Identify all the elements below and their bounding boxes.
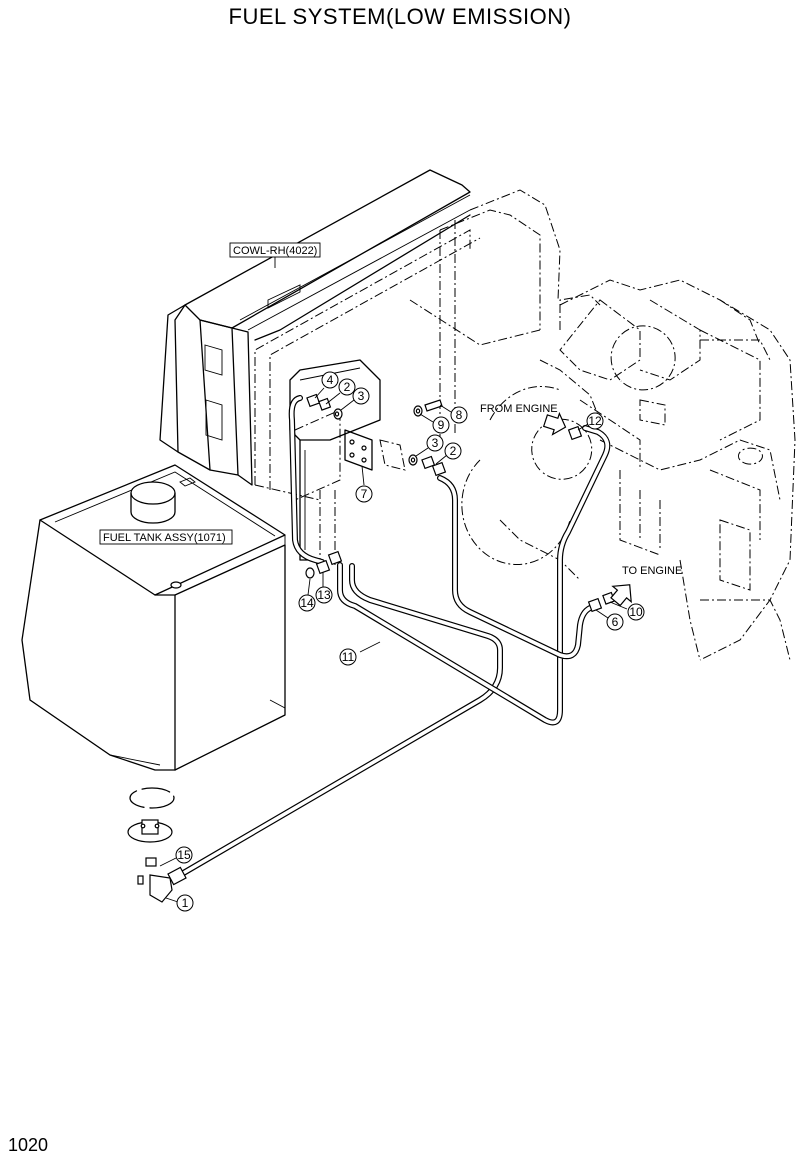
- callout-2-lower: 2: [444, 442, 462, 460]
- callout-10: 10: [627, 603, 645, 621]
- cowl-label: COWL-RH(4022): [233, 245, 317, 257]
- engine-frame: [254, 189, 601, 565]
- svg-text:10: 10: [629, 605, 643, 619]
- callout-12: 12: [586, 412, 604, 430]
- svg-text:2: 2: [450, 444, 457, 458]
- callout-14: 14: [298, 594, 316, 612]
- svg-text:9: 9: [438, 418, 445, 432]
- svg-text:12: 12: [588, 414, 602, 428]
- svg-text:2: 2: [344, 380, 351, 394]
- callout-9: 9: [432, 416, 450, 434]
- callout-3: 3: [352, 387, 370, 405]
- callout-13: 13: [315, 586, 333, 604]
- callout-1: 1: [176, 894, 194, 912]
- callout-2: 2: [338, 378, 356, 396]
- fittings: [127, 393, 616, 903]
- flow-arrows: [542, 411, 632, 607]
- page-title: FUEL SYSTEM(LOW EMISSION): [228, 4, 572, 29]
- svg-text:11: 11: [342, 650, 355, 664]
- callout-15: 15: [175, 846, 193, 864]
- fuel-tank: [21, 464, 286, 771]
- cowl-rh: [159, 169, 471, 486]
- svg-text:1: 1: [182, 896, 189, 910]
- callout-6: 6: [606, 613, 624, 631]
- fuel-hoses: [177, 395, 611, 878]
- svg-text:4: 4: [327, 373, 334, 387]
- svg-text:8: 8: [456, 408, 463, 422]
- svg-text:14: 14: [300, 596, 314, 610]
- to-engine-arrow: [610, 584, 632, 607]
- svg-text:15: 15: [177, 848, 191, 862]
- reference-labels: COWL-RH(4022) FUEL TANK ASSY(1071) FROM …: [99, 242, 682, 577]
- callouts: 4 2 3 8 9 12 3 2 7 14 13 6 10 11 15 1: [159, 371, 645, 912]
- callout-8: 8: [450, 406, 468, 424]
- svg-text:6: 6: [612, 615, 619, 629]
- callout-7: 7: [355, 485, 373, 503]
- from-engine-label: FROM ENGINE: [480, 403, 558, 415]
- page-number: 1020: [8, 1135, 49, 1155]
- callout-11: 11: [339, 648, 357, 666]
- from-engine-arrow: [542, 411, 567, 436]
- engine: [461, 279, 796, 661]
- svg-text:13: 13: [317, 588, 331, 602]
- svg-text:3: 3: [358, 389, 365, 403]
- to-engine-label: TO ENGINE: [622, 565, 682, 577]
- callout-4: 4: [321, 371, 339, 389]
- svg-text:7: 7: [361, 487, 368, 501]
- svg-text:3: 3: [432, 436, 439, 450]
- callout-3-lower: 3: [426, 434, 444, 452]
- fuel-tank-label: FUEL TANK ASSY(1071): [103, 532, 226, 544]
